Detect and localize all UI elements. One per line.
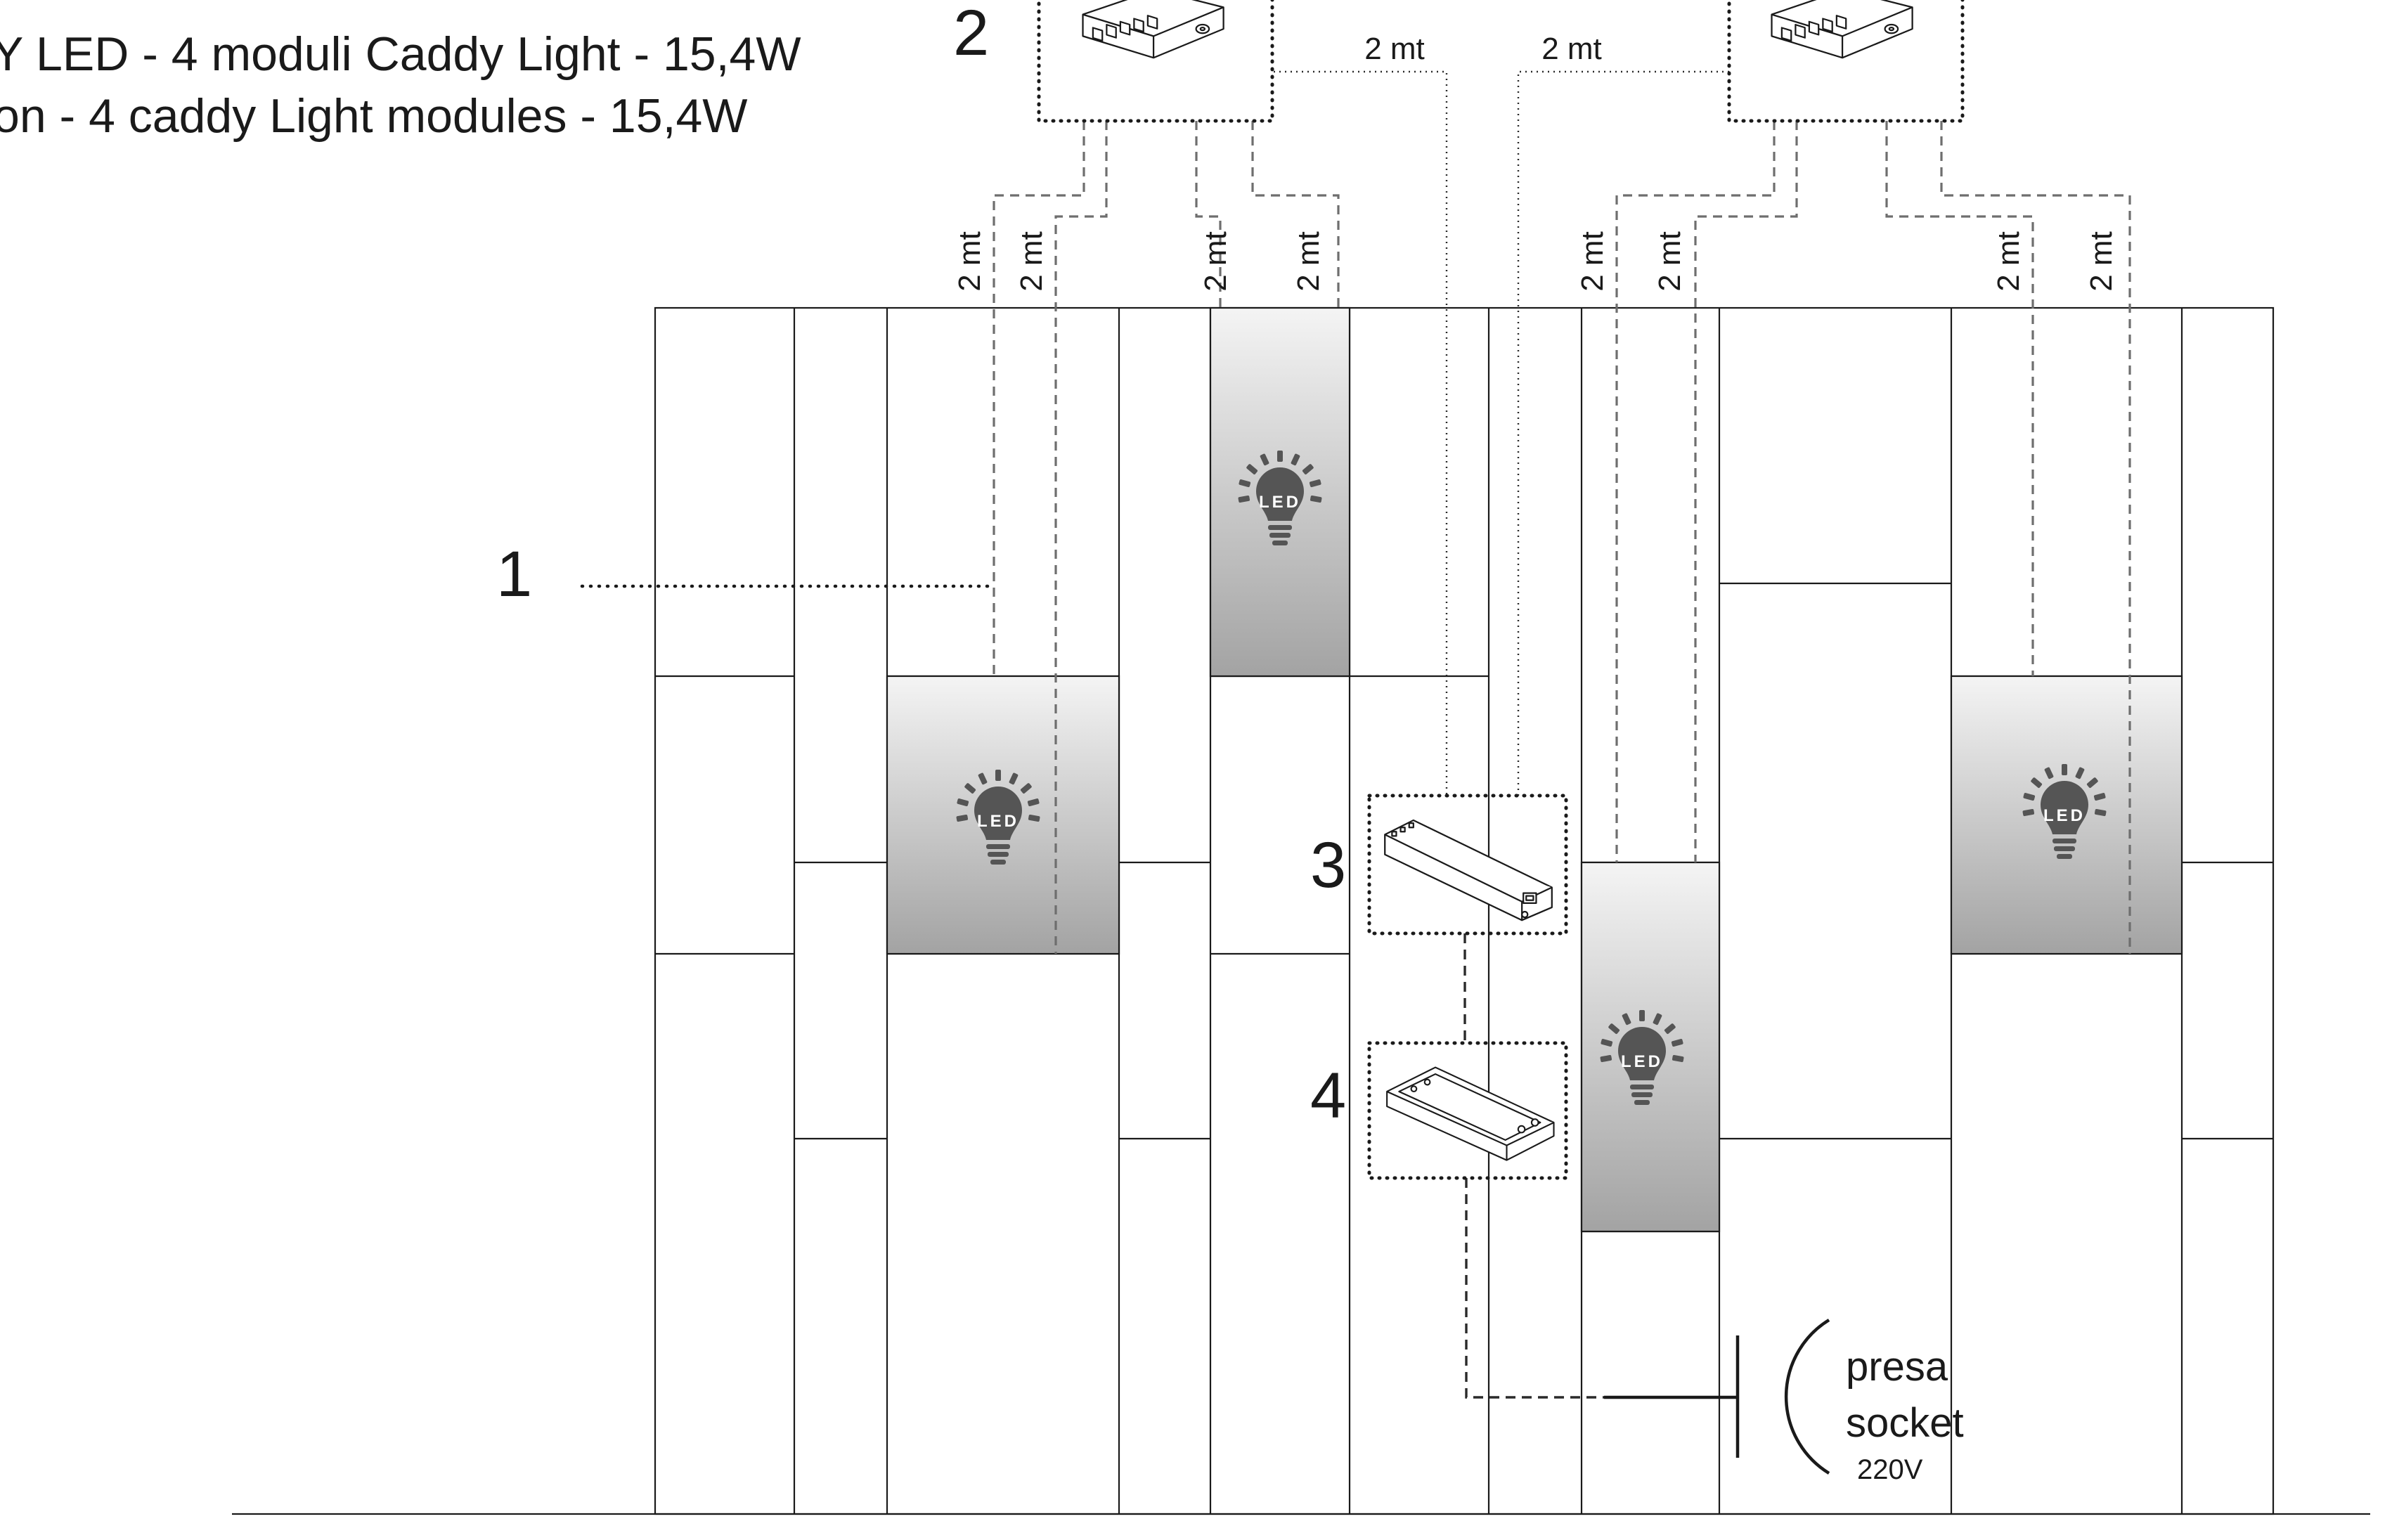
cable-length-label: 2 mt [952, 231, 987, 292]
cable-length-label: 2 mt [1541, 32, 1602, 66]
cable-length-label: 2 mt [1198, 231, 1233, 292]
callout-3: 3 [1310, 829, 1346, 901]
hub-to-driver-cable-right [1517, 70, 1729, 796]
led-bulb-icon: LED [1238, 451, 1322, 545]
callout-4: 4 [1310, 1060, 1346, 1132]
led-text: LED [1621, 1052, 1663, 1071]
callout-2: 2 [953, 0, 989, 69]
socket-label-it: presa [1846, 1344, 1948, 1390]
cable-length-label: 2 mt [1014, 231, 1049, 292]
transformer-icon [1386, 1066, 1555, 1161]
cable-length-label: 2 mt [1575, 231, 1610, 292]
led-text: LED [977, 812, 1019, 831]
driver-icon [1384, 819, 1553, 921]
socket-voltage: 220V [1857, 1454, 1923, 1485]
socket-label-en: socket [1846, 1400, 1964, 1446]
driver-box [1367, 794, 1568, 936]
socket-icon [1604, 1319, 1830, 1475]
title-en: on - 4 caddy Light modules - 15,4W [0, 89, 747, 143]
callout-1: 1 [496, 538, 532, 610]
title-it: Y LED - 4 moduli Caddy Light - 15,4W [0, 27, 801, 81]
led-text: LED [1259, 493, 1301, 512]
led-bulb-icon: LED [956, 770, 1040, 865]
cable-length-label: 2 mt [1291, 231, 1326, 292]
hub-to-driver-cable-left [1274, 70, 1448, 796]
cable-length-label: 2 mt [1991, 231, 2026, 292]
led-cables [993, 121, 2131, 954]
cable-length-label: 2 mt [1653, 231, 1687, 292]
cable-length-label: 2 mt [1364, 32, 1425, 66]
cable-length-label: 2 mt [2084, 231, 2119, 292]
transformer-to-socket-cable [1465, 1178, 1604, 1399]
led-text: LED [2043, 806, 2086, 825]
transformer-box [1367, 1041, 1568, 1180]
hub-icon [1082, 0, 1224, 59]
led-bulb-icon: LED [2022, 764, 2107, 859]
hub-right [1727, 0, 1965, 123]
hub-icon [1771, 0, 1913, 59]
led-bulb-icon: LED [1600, 1010, 1684, 1105]
hub-left [1037, 0, 1274, 123]
